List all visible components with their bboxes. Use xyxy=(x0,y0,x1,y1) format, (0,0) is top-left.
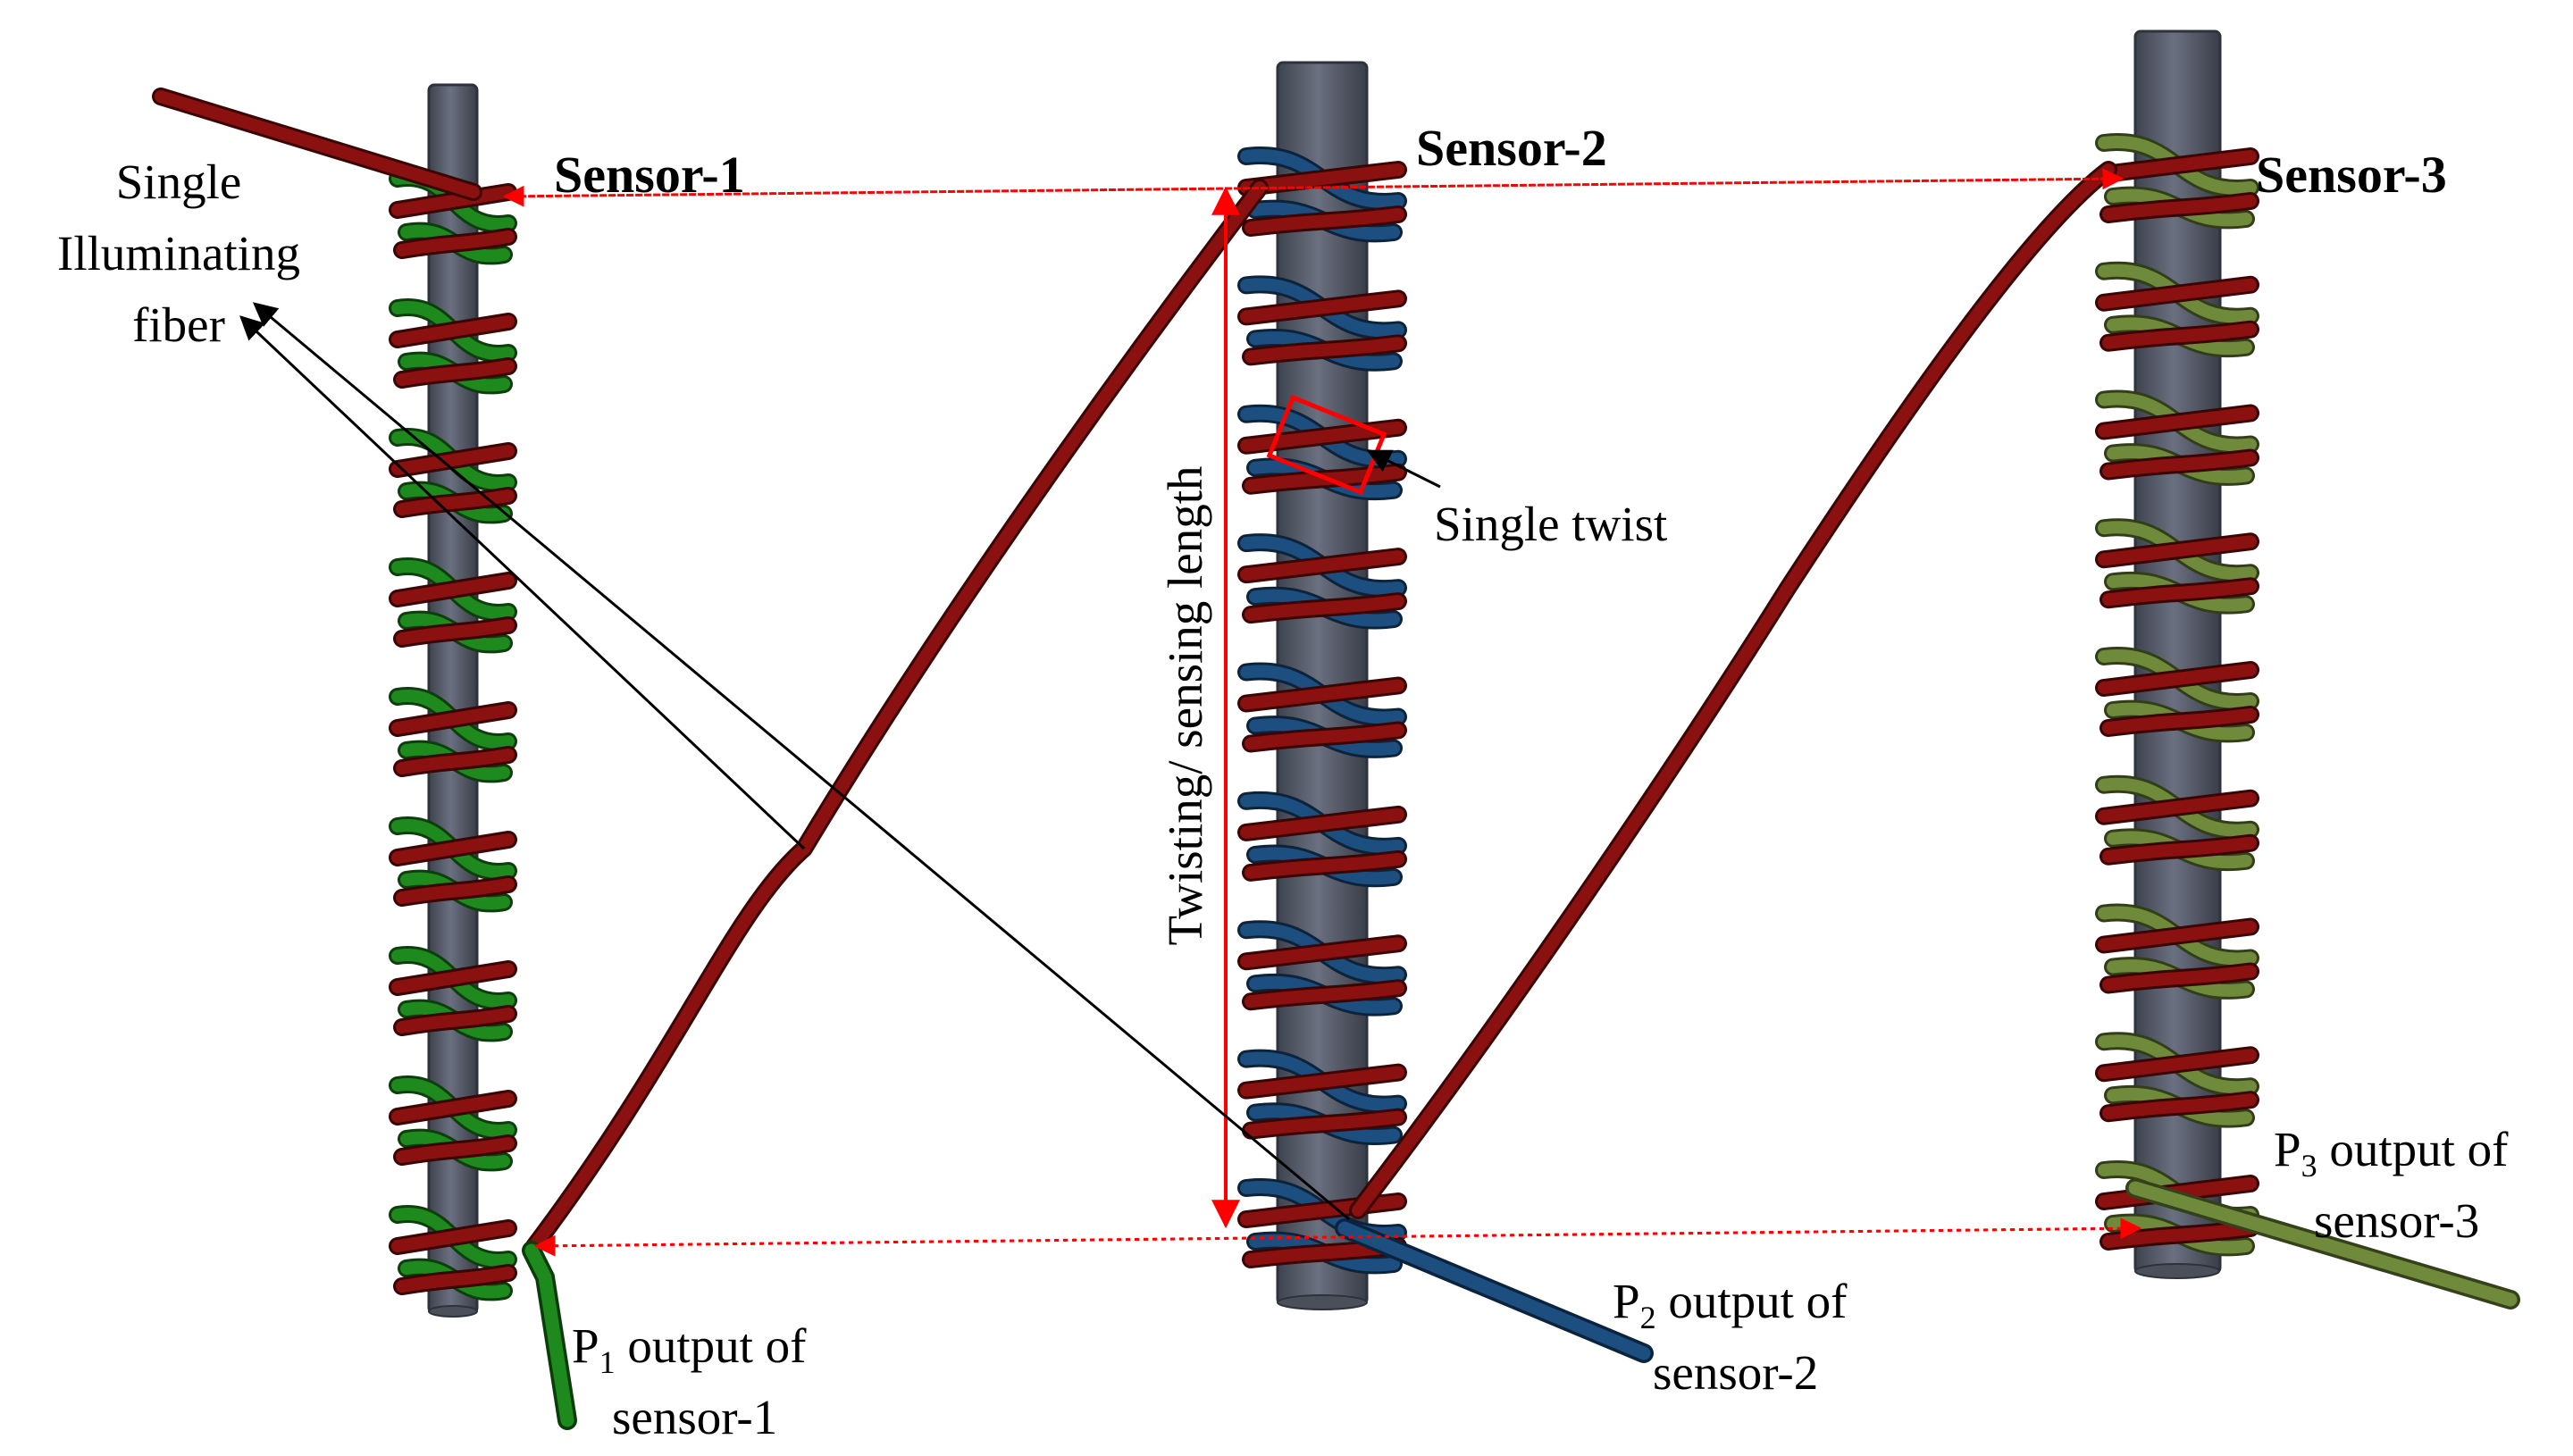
wrap-strand xyxy=(2098,1049,2257,1080)
wrap-strand xyxy=(2098,150,2257,180)
wrap-strand xyxy=(391,186,515,216)
illuminating-fiber-label-line2: Illuminating xyxy=(57,226,300,280)
wrap-strand xyxy=(1240,163,1404,194)
wrap-strand xyxy=(391,833,515,864)
alignment-lines xyxy=(502,168,2142,1257)
output-label-sensor-1-line2: sensor-1 xyxy=(612,1390,777,1444)
twisted-fibers-sensor-3 xyxy=(2095,133,2259,1257)
wrap-strand xyxy=(2102,965,2257,992)
wrap-strand xyxy=(2102,1093,2257,1120)
wrap-strand xyxy=(2098,920,2257,951)
wrap-strand xyxy=(2102,195,2257,221)
illuminating-fiber-label-line1: Single xyxy=(116,155,242,209)
wrap-strand xyxy=(1240,550,1404,582)
wrap-strand xyxy=(2098,406,2257,438)
wrap-strand xyxy=(396,1008,515,1033)
wrap-strand xyxy=(1245,595,1404,622)
output-label-sensor-2-line2: sensor-2 xyxy=(1653,1345,1818,1400)
wrap-strand xyxy=(396,619,515,645)
wrap-strand xyxy=(391,1222,515,1252)
output-label-sensor-2: P2 output of xyxy=(1613,1274,1848,1335)
wrap-strand xyxy=(391,704,515,734)
wrap-strand xyxy=(1245,982,1404,1008)
illuminating-fiber xyxy=(152,88,2117,1255)
wrap-strand xyxy=(391,445,515,475)
wrap-strand xyxy=(1240,807,1404,839)
output-label-sensor-3-line2: sensor-3 xyxy=(2314,1193,2479,1248)
wrap-strand xyxy=(1240,679,1404,710)
wrap-strand xyxy=(1240,1066,1404,1097)
wrap-strand xyxy=(396,1267,515,1293)
output-fiber-sensor-2 xyxy=(1335,1218,1654,1363)
wrap-strand xyxy=(2098,535,2257,566)
wrap-strand xyxy=(396,878,515,904)
sensor-1-label: Sensor-1 xyxy=(554,146,745,204)
sensor-2-label: Sensor-2 xyxy=(1416,119,1607,177)
wrap-strand xyxy=(1240,1195,1404,1226)
wrap-strand xyxy=(396,490,515,515)
wrap-strand xyxy=(2098,791,2257,823)
output-fiber-sensor-1 xyxy=(522,1241,577,1430)
wrap-strand xyxy=(2102,580,2257,607)
twisted-fibers-sensor-2 xyxy=(1237,146,1407,1275)
single-twist-label: Single twist xyxy=(1434,497,1667,551)
illuminating-fiber-label-line3: fiber xyxy=(132,297,225,352)
wrap-strand xyxy=(1240,937,1404,968)
wrap-strand xyxy=(1245,852,1404,879)
output-label-sensor-3: P3 output of xyxy=(2274,1122,2509,1184)
wrap-strand xyxy=(2102,708,2257,734)
output-label-sensor-1: P1 output of xyxy=(572,1318,807,1380)
single-twist-box xyxy=(1266,394,1441,496)
wrap-strand xyxy=(1245,337,1404,364)
wrap-strand xyxy=(396,360,515,386)
wrap-strand xyxy=(1245,1110,1404,1137)
wrap-strand xyxy=(396,749,515,774)
wrap-strand xyxy=(2098,278,2257,309)
wrap-strand xyxy=(396,1137,515,1163)
wrap-strand xyxy=(2102,836,2257,863)
wrap-strand xyxy=(391,963,515,993)
illuminating-fiber-arrows xyxy=(239,302,1350,1221)
wrap-strand xyxy=(1245,208,1404,234)
wrap-strand xyxy=(2098,664,2257,694)
twisted-fibers-sensor-1 xyxy=(389,169,517,1301)
sensing-length-label: Twisting/ sensing length xyxy=(1158,466,1212,946)
wrap-strand xyxy=(391,1092,515,1123)
wrap-strand xyxy=(2102,451,2257,478)
wrap-strand xyxy=(396,230,515,256)
wrap-strand xyxy=(391,574,515,605)
wrap-strand xyxy=(1240,292,1404,323)
sensor-3-label: Sensor-3 xyxy=(2256,146,2447,204)
wrap-strand xyxy=(2102,322,2257,349)
wrap-strand xyxy=(1245,724,1404,750)
wrap-strand xyxy=(391,315,515,346)
output-fiber-sensor-3 xyxy=(2125,1178,2520,1310)
